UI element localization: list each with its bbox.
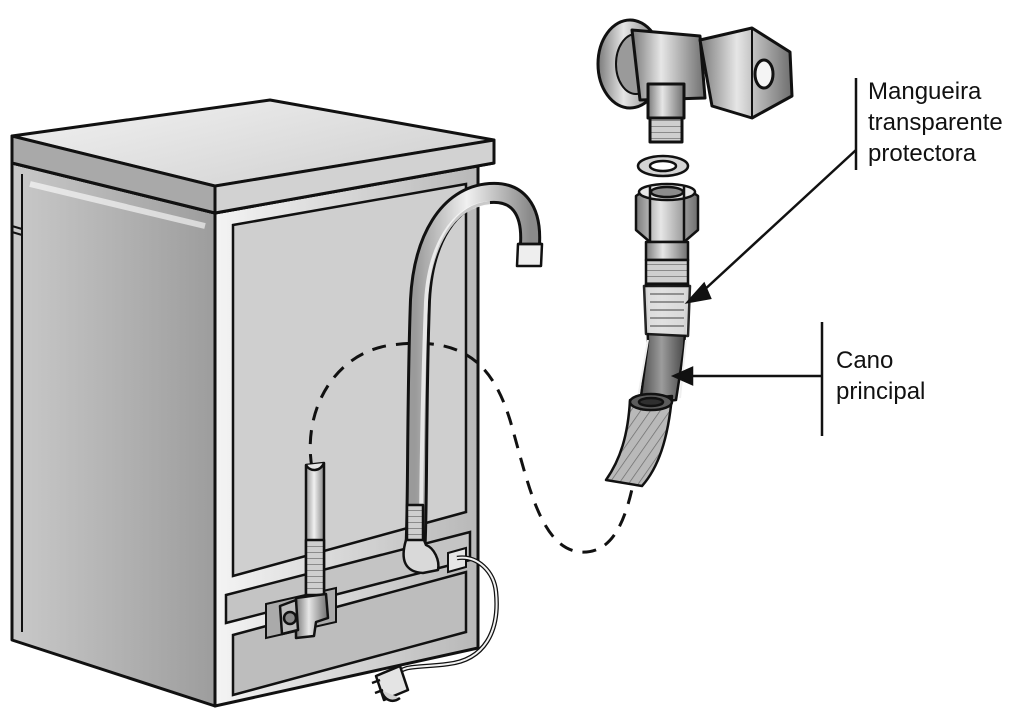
drain-hose: [402, 181, 544, 575]
label-line: protectora: [868, 140, 977, 167]
label-line: principal: [836, 378, 926, 405]
hose-route-dashed: [308, 341, 644, 554]
label-protective-hose: Mangueira transparente protectora: [868, 76, 1003, 169]
callout-protective-hose: [684, 78, 858, 304]
label-line: Cano: [836, 347, 894, 374]
hose-nut-icon: [634, 182, 700, 288]
label-line: transparente: [868, 109, 1003, 136]
water-tap-icon: [596, 18, 794, 144]
label-line: Mangueira: [868, 78, 982, 105]
dishwasher-side-panel: [10, 161, 217, 708]
protective-hose: [637, 282, 692, 406]
callout-main-pipe: [670, 322, 824, 436]
inlet-hose: [278, 461, 330, 640]
side-panel-details: [11, 174, 206, 632]
label-main-pipe: Cano principal: [836, 345, 925, 407]
main-pipe: [604, 392, 674, 488]
power-plug-icon: [371, 664, 410, 702]
power-cable: [393, 555, 499, 678]
washer-ring-icon: [636, 154, 690, 178]
